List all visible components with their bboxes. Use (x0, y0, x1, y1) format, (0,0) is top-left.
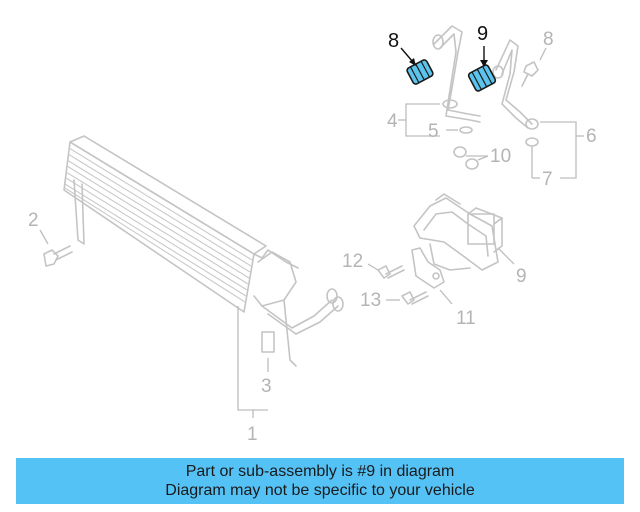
callout-14: 13 (360, 290, 381, 311)
callout-10: 9 (516, 266, 527, 287)
hose-boot-part-9-left (406, 59, 434, 85)
oil-cooler-radiator (63, 135, 344, 367)
callout-13: 12 (342, 251, 363, 272)
banner-line-part-number: Part or sub-assembly is #9 in diagram (185, 463, 455, 480)
callout-12: 11 (456, 308, 476, 329)
info-banner: Part or sub-assembly is #9 in diagram Di… (16, 458, 624, 504)
bolt-part-2 (39, 229, 73, 267)
callout-9-left: 8 (388, 30, 399, 52)
callout-9-right: 9 (477, 23, 488, 45)
bracket-part-12 (411, 247, 445, 289)
cooler-hose-left (432, 25, 481, 123)
callout-1: 1 (247, 424, 258, 445)
callout-7: 7 (542, 169, 553, 190)
callout-11: 10 (490, 146, 511, 167)
parts-diagram: 1 2 3 (28, 23, 597, 445)
callout-2: 2 (28, 210, 39, 231)
cooler-bracket-part-10 (413, 193, 503, 271)
callout-3: 3 (261, 376, 272, 397)
callout-4: 4 (387, 111, 398, 132)
banner-line-disclaimer: Diagram may not be specific to your vehi… (165, 482, 475, 499)
cooler-hose-right (492, 39, 539, 130)
callout-6: 6 (586, 126, 597, 147)
callout-5: 5 (428, 121, 439, 142)
callout-8: 8 (543, 29, 554, 50)
hose-boot-part-9-right (467, 64, 497, 92)
